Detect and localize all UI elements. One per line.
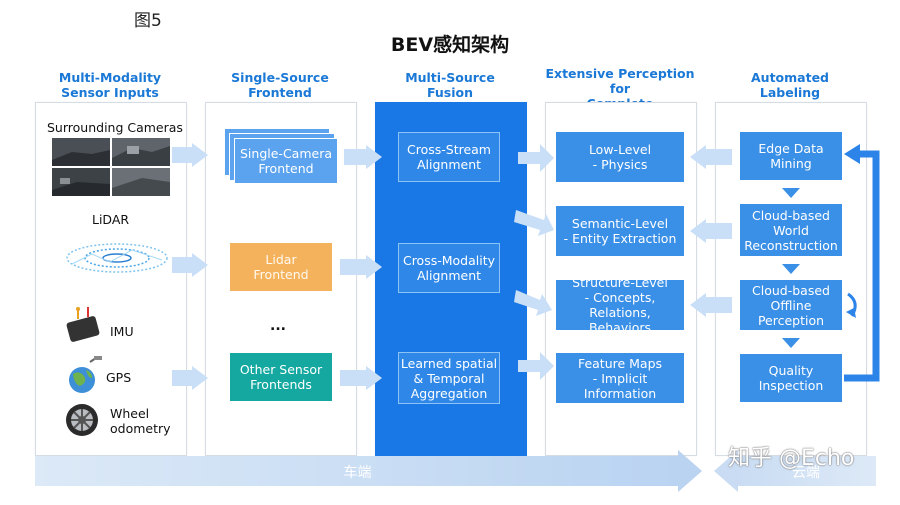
feature-maps-implicit-information: Feature Maps - Implicit Information bbox=[556, 353, 684, 403]
vehicle-band-arrowhead bbox=[678, 450, 702, 492]
cross-stream-alignment: Cross-Stream Alignment bbox=[398, 132, 500, 182]
cloud-side-label: 云端 bbox=[792, 465, 820, 481]
watermark: 知乎 @Echo bbox=[728, 446, 855, 471]
cloud-side-band bbox=[736, 456, 876, 486]
sensor-label-wheel-odometry: Wheel odometry bbox=[110, 406, 171, 436]
arrow-lidar-to-frontend bbox=[192, 253, 208, 277]
vehicle-side-band bbox=[35, 456, 680, 486]
fusion-to-perception-arrows bbox=[514, 144, 554, 380]
frontend-ellipsis: ... bbox=[270, 318, 286, 334]
arrow-shaft bbox=[172, 370, 192, 386]
arrow-labeling-to-perception-1 bbox=[690, 145, 706, 169]
lidar-frontend: Lidar Frontend bbox=[230, 243, 332, 291]
arrow-camera-to-frontend bbox=[192, 143, 208, 167]
cloud-band-arrowhead bbox=[714, 450, 738, 492]
arrow-frontend-to-fusion-1 bbox=[366, 145, 382, 169]
gps-globe-icon bbox=[69, 356, 102, 393]
arrow-frontend-to-fusion-3 bbox=[366, 366, 382, 390]
imu-icon bbox=[66, 307, 100, 342]
figure-label: 图5 bbox=[134, 11, 162, 31]
arrow-frontend-to-fusion-2 bbox=[366, 255, 382, 279]
arrow-shaft bbox=[706, 297, 732, 313]
arrow-down-3 bbox=[782, 338, 800, 348]
arrow-labeling-to-perception-2 bbox=[690, 219, 706, 243]
diagram-title: BEV感知架构 bbox=[390, 34, 510, 56]
learned-spatial-temporal-aggregation: Learned spatial & Temporal Aggregation bbox=[398, 352, 500, 404]
semantic-level-entity-extraction: Semantic-Level - Entity Extraction bbox=[556, 206, 684, 256]
quality-inspection: Quality Inspection bbox=[740, 354, 842, 402]
sensor-label-cameras: Surrounding Cameras bbox=[47, 120, 183, 135]
arrow-shaft bbox=[344, 149, 366, 165]
feedback-loop-arrow bbox=[844, 144, 880, 382]
edge-data-mining: Edge Data Mining bbox=[740, 132, 842, 180]
camera-images bbox=[52, 138, 170, 196]
sensor-label-gps: GPS bbox=[106, 370, 132, 385]
single-camera-frontend: Single-Camera Frontend bbox=[234, 138, 338, 184]
arrow-gps-to-frontend bbox=[192, 366, 208, 390]
arrow-shaft bbox=[340, 370, 366, 386]
heading-sensor-inputs: Multi-Modality Sensor Inputs bbox=[58, 70, 162, 100]
sensor-label-lidar: LiDAR bbox=[92, 212, 130, 227]
arrow-shaft bbox=[172, 147, 192, 163]
heading-multi-source-fusion: Multi-Source Fusion bbox=[405, 70, 495, 100]
low-level-physics: Low-Level - Physics bbox=[556, 132, 684, 182]
arrow-shaft bbox=[172, 257, 192, 273]
other-sensor-frontends: Other Sensor Frontends bbox=[230, 353, 332, 401]
arrow-shaft bbox=[340, 259, 366, 275]
wheel-icon bbox=[66, 404, 98, 436]
arrow-down-1 bbox=[782, 188, 800, 198]
arrow-shaft bbox=[706, 223, 732, 239]
lidar-pointcloud-icon bbox=[66, 243, 168, 273]
sensor-label-imu: IMU bbox=[110, 324, 134, 339]
arrow-shaft bbox=[706, 149, 732, 165]
cloud-world-reconstruction: Cloud-based World Reconstruction bbox=[740, 204, 842, 256]
cloud-offline-perception: Cloud-based Offline Perception bbox=[740, 280, 842, 330]
structure-level-concepts: Structure-Level - Concepts, Relations, B… bbox=[556, 275, 684, 335]
vehicle-side-label: 车端 bbox=[343, 465, 372, 481]
refresh-arrow-icon bbox=[846, 292, 857, 318]
heading-automated-labeling: Automated Labeling bbox=[751, 70, 829, 100]
cross-modality-alignment: Cross-Modality Alignment bbox=[398, 243, 500, 293]
arrow-labeling-to-perception-3 bbox=[690, 293, 706, 317]
heading-single-source-frontend: Single-Source Frontend bbox=[231, 70, 329, 100]
arrow-down-2 bbox=[782, 264, 800, 274]
